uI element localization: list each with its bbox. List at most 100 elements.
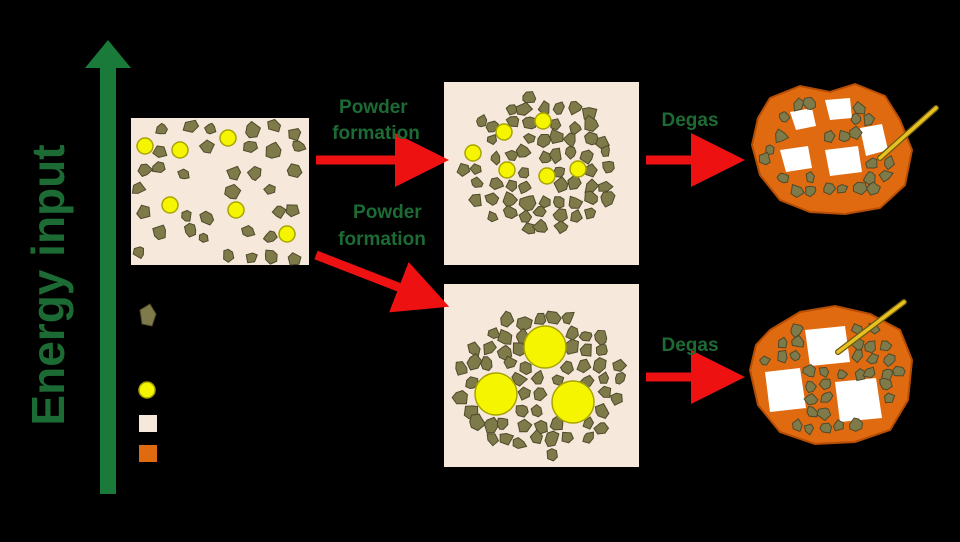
grain-particle-icon: [883, 154, 895, 171]
grain-particle-icon: [592, 357, 607, 374]
grain-particle-icon: [565, 325, 579, 341]
grain-particle-icon: [517, 418, 533, 433]
grain-particle-icon: [538, 195, 551, 209]
grain-particle-icon: [533, 387, 548, 402]
grain-particle-icon: [582, 431, 594, 444]
probe-needle-icon: [836, 300, 906, 354]
label-degas-top: Degas: [661, 110, 718, 131]
grain-particle-icon: [602, 160, 615, 174]
grain-particle-icon: [139, 303, 157, 327]
grain-particle-icon: [152, 224, 167, 241]
grain-particle-icon: [863, 340, 876, 354]
grain-particle-icon: [519, 361, 532, 376]
gas-bubble-icon: [538, 167, 556, 185]
probe-needle-icon: [878, 106, 938, 160]
grain-particle-icon: [805, 170, 815, 184]
grain-particle-icon: [561, 311, 575, 325]
grain-particle-icon: [593, 422, 610, 435]
grain-particle-icon: [549, 128, 564, 144]
gas-bubble-icon: [171, 141, 189, 159]
pore-icon: [835, 378, 882, 422]
grain-particle-icon: [455, 361, 468, 376]
grain-particle-icon: [883, 353, 896, 368]
pore-icon: [139, 415, 157, 432]
grain-particle-icon: [865, 157, 878, 169]
grain-particle-icon: [789, 349, 801, 362]
grain-particle-icon: [866, 181, 882, 196]
grain-particle-icon: [181, 209, 192, 222]
grain-particle-icon: [531, 218, 549, 233]
grain-particle-icon: [487, 210, 499, 223]
grain-particle-icon: [504, 149, 520, 162]
gas-bubble-icon: [464, 144, 482, 162]
grain-particle-icon: [802, 364, 816, 378]
grain-particle-icon: [487, 327, 501, 340]
grain-particle-icon: [578, 331, 593, 342]
grain-particle-icon: [553, 220, 569, 235]
grain-particle-icon: [600, 191, 616, 208]
gas-bubble-icon: [227, 201, 245, 219]
grain-particle-icon: [612, 358, 628, 372]
grain-particle-icon: [529, 429, 544, 445]
grain-particle-icon: [791, 418, 803, 433]
grain-particle-icon: [816, 407, 832, 422]
grain-particle-icon: [263, 183, 276, 195]
grain-particle-icon: [552, 208, 568, 224]
grain-particle-icon: [878, 169, 894, 183]
grain-particle-icon: [489, 177, 505, 191]
grain-particle-icon: [802, 96, 817, 111]
grain-particle-icon: [883, 392, 896, 404]
grain-particle-icon: [838, 129, 852, 143]
gas-bubble-icon: [474, 372, 518, 416]
grain-particle-icon: [223, 248, 235, 263]
grain-particle-icon: [521, 222, 536, 235]
grain-particle-icon: [246, 165, 262, 182]
grain-particle-icon: [536, 134, 552, 149]
grain-particle-icon: [561, 338, 580, 355]
grain-particle-icon: [584, 163, 598, 178]
grain-particle-icon: [818, 378, 832, 391]
matrix-icon: [139, 445, 157, 462]
grain-particle-icon: [518, 209, 533, 223]
grain-particle-icon: [892, 365, 906, 377]
grain-particle-icon: [451, 390, 468, 405]
grain-particle-icon: [241, 225, 256, 238]
grain-particle-icon: [805, 380, 818, 394]
grain-particle-icon: [496, 417, 509, 430]
grain-particle-icon: [546, 448, 558, 462]
pore-icon: [805, 326, 850, 366]
grain-particle-icon: [852, 100, 866, 115]
grain-particle-icon: [198, 232, 209, 243]
grain-particle-icon: [267, 118, 282, 133]
grain-particle-icon: [521, 116, 538, 130]
grain-particle-icon: [562, 132, 576, 149]
grain-particle-icon: [515, 404, 529, 418]
grain-particle-icon: [245, 252, 258, 264]
grain-particle-icon: [183, 222, 197, 238]
grain-particle-icon: [136, 204, 151, 220]
grain-particle-icon: [515, 143, 532, 158]
grain-particle-icon: [819, 422, 833, 434]
grain-particle-icon: [470, 176, 484, 188]
grain-particle-icon: [203, 122, 217, 135]
grain-particle-icon: [568, 195, 584, 209]
grain-particle-icon: [517, 386, 531, 401]
grain-particle-icon: [285, 204, 300, 218]
grain-particle-icon: [545, 310, 562, 325]
gas-bubble-icon: [495, 123, 513, 141]
grain-particle-icon: [292, 140, 307, 152]
grain-particle-icon: [584, 114, 600, 132]
grain-particle-icon: [777, 349, 788, 364]
grain-particle-icon: [775, 128, 790, 144]
grain-particle-icon: [132, 246, 145, 260]
grain-particle-icon: [820, 391, 834, 403]
grain-particle-icon: [456, 162, 471, 178]
grain-particle-icon: [823, 182, 837, 196]
label-degas-bottom: Degas: [661, 335, 718, 356]
gas-bubble-icon: [523, 325, 567, 369]
grain-particle-icon: [805, 185, 817, 198]
grain-particle-icon: [499, 432, 515, 446]
grain-particle-icon: [564, 145, 577, 160]
grain-particle-icon: [583, 207, 597, 220]
